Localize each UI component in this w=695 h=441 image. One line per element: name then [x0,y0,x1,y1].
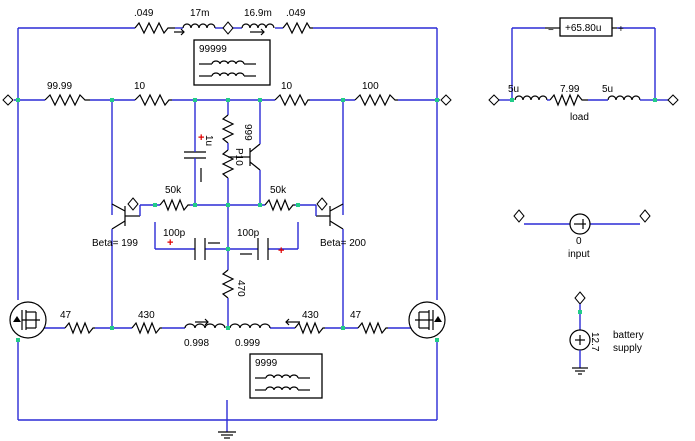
resistor-99-99[interactable]: 99.99 [44,81,90,107]
resistor-10-left-label: 10 [134,81,146,92]
input-label: input [568,249,590,260]
outer-wiring [17,27,438,432]
inductor-top-right-label: 16.9m [244,8,272,19]
resistor-50k-right[interactable]: 50k [264,185,295,212]
resistor-top-right-label: .049 [286,8,306,19]
svg-text:+: + [278,245,284,257]
load-inductor-right-label: 5u [602,84,613,95]
inductor-top-left-label: 17m [190,8,209,19]
capacitor-1u-label: 1u [203,135,214,146]
battery-supply[interactable]: 12.7 battery supply [569,291,644,375]
resistor-top-right[interactable]: .049 [282,8,313,35]
resistor-430-left-label: 430 [138,310,155,321]
potentiometer-p10[interactable]: P10 [221,148,244,179]
mosfet-left[interactable] [9,301,47,339]
resistor-top-left-label: .049 [134,8,154,19]
load-circuit [498,27,668,101]
load-terminal-right[interactable] [667,94,679,106]
svg-text:+: + [198,132,204,144]
resistor-430-right[interactable]: 430 [294,310,325,335]
transformer-bottom-label: 9999 [255,358,278,369]
resistor-47-right[interactable]: 47 [350,310,388,335]
terminal-left[interactable] [2,94,14,106]
load-label: load [570,112,589,123]
resistor-470[interactable]: 470 [221,269,246,299]
load-capacitor[interactable]: +65.80u − + [545,17,624,37]
transistor-left-beta: Beta= 199 [92,238,138,249]
inductor-0998[interactable]: 0.998 [184,318,226,349]
load-inductor-right[interactable]: 5u [547,84,655,101]
inductor-0998-label: 0.998 [184,338,209,349]
mosfet-right[interactable] [408,301,446,339]
resistor-430-left[interactable]: 430 [131,310,162,335]
resistor-100-label: 100 [362,81,379,92]
svg-text:+: + [167,237,173,249]
junction-nodes [16,98,439,342]
transistor-right[interactable]: Beta= 200 [315,203,366,328]
resistor-50k-left[interactable]: 50k [159,185,190,212]
load-resistor-label: 7.99 [560,84,580,95]
transistor-left[interactable]: Beta= 199 [92,203,141,328]
battery-label-2: supply [613,343,642,354]
top-center-probe-node[interactable] [222,21,234,35]
resistor-10-left[interactable]: 10 [134,81,172,107]
load-terminal-left[interactable] [488,94,500,106]
inductor-top-left[interactable]: 17m [174,8,216,36]
svg-text:−: − [548,25,554,36]
input-source[interactable]: 0 input [513,209,651,260]
transformer-top[interactable]: 99999 [193,39,271,86]
resistor-10-right-label: 10 [281,81,293,92]
input-value: 0 [576,236,582,247]
resistor-999[interactable]: 999 [221,114,253,144]
ground-symbol-bottom [218,431,236,439]
load-capacitor-label: +65.80u [565,23,601,34]
resistor-99-99-label: 99.99 [47,81,72,92]
load-resistor[interactable]: 7.99 [549,84,588,107]
resistor-50k-left-label: 50k [165,185,182,196]
resistor-430-right-label: 430 [302,310,319,321]
resistor-999-label: 999 [242,124,253,141]
resistor-50k-right-label: 50k [270,185,287,196]
resistor-top-left[interactable]: .049 [134,8,175,35]
load-inductor-left[interactable]: 5u [508,84,548,101]
inductor-0999[interactable]: 0.999 [229,318,300,349]
battery-value: 12.7 [589,332,600,352]
resistor-10-right[interactable]: 10 [274,81,310,107]
resistor-47-left[interactable]: 47 [60,310,95,335]
resistor-100[interactable]: 100 [354,81,398,107]
terminal-right[interactable] [440,94,452,106]
load-inductor-left-label: 5u [508,84,519,95]
capacitor-100p-right[interactable]: 100p + [237,228,284,260]
capacitor-100p-left[interactable]: 100p + [163,228,220,260]
transformer-bottom[interactable]: 9999 [249,353,323,399]
capacitor-100p-left-label: 100p [163,228,186,239]
potentiometer-p10-label: P10 [233,148,244,166]
resistor-47-left-label: 47 [60,310,72,321]
capacitor-100p-right-label: 100p [237,228,260,239]
transistor-center[interactable] [240,140,261,180]
resistor-47-right-label: 47 [350,310,362,321]
capacitor-1u[interactable]: + 1u [184,132,214,190]
probe-left-transistor[interactable] [127,197,139,211]
transformer-top-label: 99999 [199,44,227,55]
inductor-0999-label: 0.999 [235,338,260,349]
inductor-top-right[interactable]: 16.9m [241,8,275,36]
resistor-470-label: 470 [235,280,246,297]
svg-text:+: + [618,24,624,35]
probe-right-transistor[interactable] [316,197,328,211]
battery-label-1: battery [613,330,644,341]
transistor-right-beta: Beta= 200 [320,238,366,249]
